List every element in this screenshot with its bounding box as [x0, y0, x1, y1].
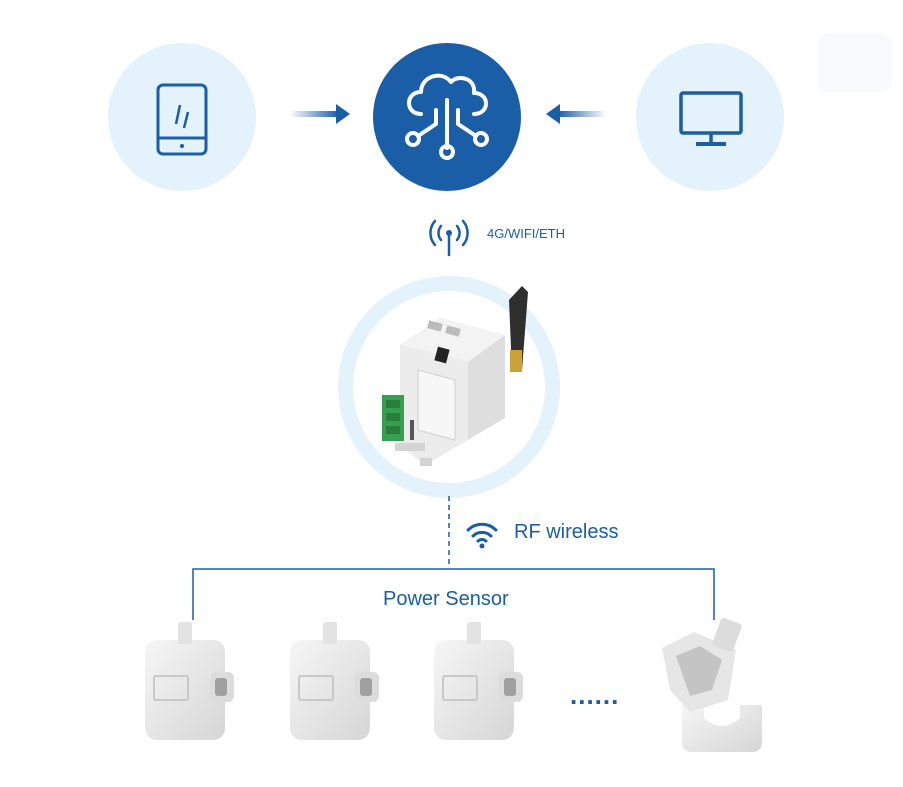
phone-node [108, 43, 256, 191]
power-sensor-label: Power Sensor [383, 588, 509, 610]
power-sensor-1 [145, 622, 234, 740]
wifi-icon [466, 522, 498, 549]
power-sensor-3 [434, 622, 523, 740]
more-sensors-ellipsis: ...... [570, 680, 620, 710]
cloud-network-icon [405, 73, 489, 160]
monitor-icon [679, 91, 743, 146]
monitor-node [636, 43, 784, 191]
arrow-left [546, 104, 606, 124]
rf-wireless-label: RF wireless [514, 521, 619, 543]
gateway-node [338, 276, 560, 498]
faint-logo [818, 34, 892, 92]
gateway-device [382, 286, 528, 466]
arrow-right [290, 104, 350, 124]
sensor-bracket [192, 568, 715, 620]
antenna-signal-icon [429, 219, 469, 257]
phone-icon [156, 83, 208, 156]
network-type-label: 4G/WIFI/ETH [487, 226, 565, 241]
power-sensor-2 [290, 622, 379, 740]
power-sensor-open [662, 617, 762, 752]
cloud-node [373, 43, 521, 191]
